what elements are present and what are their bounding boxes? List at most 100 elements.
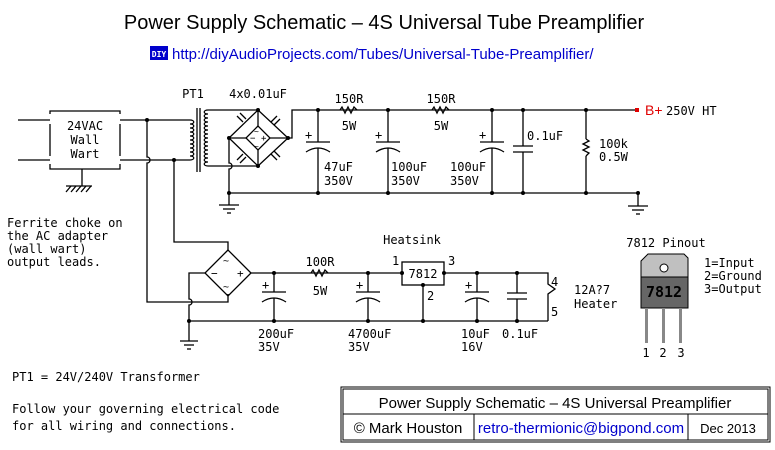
svg-text:10uF: 10uF [461,327,490,341]
pt1-note: PT1 = 24V/240V Transformer [12,370,200,384]
svg-text:150R: 150R [427,92,457,106]
project-url-link[interactable]: http://diyAudioProjects.com/Tubes/Univer… [172,46,594,63]
resistor-r3: 100R 5W [306,255,336,298]
svg-text:350V: 350V [450,174,479,188]
svg-text:2=Ground: 2=Ground [704,269,762,283]
page-title: Power Supply Schematic – 4S Universal Tu… [124,12,645,34]
code-note-1: Follow your governing electrical code [12,402,279,416]
title-block-date: Dec 2013 [700,421,756,436]
capacitor-c7: + 10uF 16V [461,271,490,354]
svg-text:+: + [465,278,472,292]
code-note-2: for all wiring and connections. [12,419,236,433]
heater-connection: 4 5 12A?7 Heater [551,275,617,319]
svg-text:(wall wart): (wall wart) [7,242,86,256]
svg-text:5W: 5W [434,119,449,133]
svg-text:DIY: DIY [152,50,167,59]
svg-text:+: + [305,128,312,142]
svg-text:5W: 5W [342,119,357,133]
svg-text:12A?7: 12A?7 [574,283,610,297]
ground-icon [219,204,239,214]
title-block-author: © Mark Houston [354,420,463,437]
wall-wart-label-2: Wall [71,133,100,147]
wall-wart: 24VAC Wall Wart [18,110,121,193]
resistor-r2: 150R 5W [427,92,457,133]
svg-text:100uF: 100uF [391,160,427,174]
ground-icon [180,340,198,350]
svg-text:350V: 350V [391,174,420,188]
svg-text:~: ~ [254,142,259,151]
resistor-r1: 150R 5W [335,92,365,133]
svg-text:16V: 16V [461,340,483,354]
resistor-bleeder: 100k 0.5W [581,108,629,195]
svg-text:7812: 7812 [646,283,682,301]
transformer-pt1: PT1 [182,87,209,172]
svg-text:100k: 100k [599,137,629,151]
svg-text:4700uF: 4700uF [348,327,391,341]
title-block-email-link[interactable]: retro-thermionic@bigpond.com [478,420,684,437]
svg-text:1=Input: 1=Input [704,256,755,270]
svg-text:+: + [356,278,363,292]
svg-text:5W: 5W [313,284,328,298]
svg-text:200uF: 200uF [258,327,294,341]
b-plus-terminal [635,108,639,112]
title-block-title: Power Supply Schematic – 4S Universal Pr… [379,395,732,412]
svg-text:+: + [262,278,269,292]
svg-text:the AC adapter: the AC adapter [7,229,108,243]
svg-text:350V: 350V [324,174,353,188]
b-plus-voltage: 250V HT [666,104,717,118]
wall-wart-label-1: 24VAC [67,119,103,133]
capacitor-c1: + 47uF 350V [305,108,353,195]
wall-wart-label-3: Wart [71,147,100,161]
svg-text:2: 2 [659,346,666,360]
svg-text:4: 4 [551,275,558,289]
svg-text:Heater: Heater [574,297,617,311]
bridge-rectifier-hv: 4x0.01uF − + ~ ~ [227,87,290,168]
pinout-title: 7812 Pinout [626,236,705,250]
title-block: Power Supply Schematic – 4S Universal Pr… [340,386,771,443]
svg-text:7812: 7812 [409,267,438,281]
svg-text:3=Output: 3=Output [704,282,762,296]
ground-icon [628,205,648,215]
capacitor-c6: + 4700uF 35V [348,271,391,354]
svg-text:+: + [261,134,267,144]
svg-text:2: 2 [427,289,434,303]
heatsink-label: Heatsink [383,233,442,247]
svg-text:0.5W: 0.5W [599,150,629,164]
svg-text:100R: 100R [306,255,336,269]
capacitor-c2: + 100uF 350V [375,108,427,195]
svg-text:47uF: 47uF [324,160,353,174]
svg-text:1: 1 [392,254,399,268]
bridge-caps-label: 4x0.01uF [229,87,287,101]
svg-text:+: + [479,128,486,142]
svg-text:output leads.: output leads. [7,255,101,269]
svg-text:0.1uF: 0.1uF [527,129,563,143]
capacitor-c8: 0.1uF [502,271,538,341]
bridge-rectifier-lv: − + ~ ~ [204,249,252,297]
capacitor-c5: + 200uF 35V [258,271,294,354]
svg-text:+: + [237,267,244,280]
svg-text:~: ~ [223,282,229,293]
b-plus-label: B+ [645,102,663,118]
capacitor-c3: + 100uF 350V [450,108,505,195]
pt1-label: PT1 [182,87,204,101]
svg-text:3: 3 [448,254,455,268]
regulator-pinout: 7812 Pinout 7812 1 2 3 1=Input 2=Ground … [626,236,762,360]
ferrite-note: Ferrite choke on the AC adapter (wall wa… [7,216,123,269]
svg-text:35V: 35V [348,340,370,354]
svg-text:+: + [375,128,382,142]
svg-text:1: 1 [642,346,649,360]
svg-text:−: − [250,134,256,144]
svg-text:35V: 35V [258,340,280,354]
svg-text:~: ~ [223,256,229,267]
capacitor-c4: 0.1uF [513,108,563,195]
svg-text:5: 5 [551,305,558,319]
svg-text:~: ~ [254,127,259,136]
svg-text:−: − [211,267,218,280]
svg-text:Ferrite choke on: Ferrite choke on [7,216,123,230]
diy-badge: DIY [150,46,168,60]
svg-text:0.1uF: 0.1uF [502,327,538,341]
svg-text:3: 3 [677,346,684,360]
svg-text:100uF: 100uF [450,160,486,174]
voltage-regulator-7812: Heatsink 7812 1 3 2 [383,233,455,323]
